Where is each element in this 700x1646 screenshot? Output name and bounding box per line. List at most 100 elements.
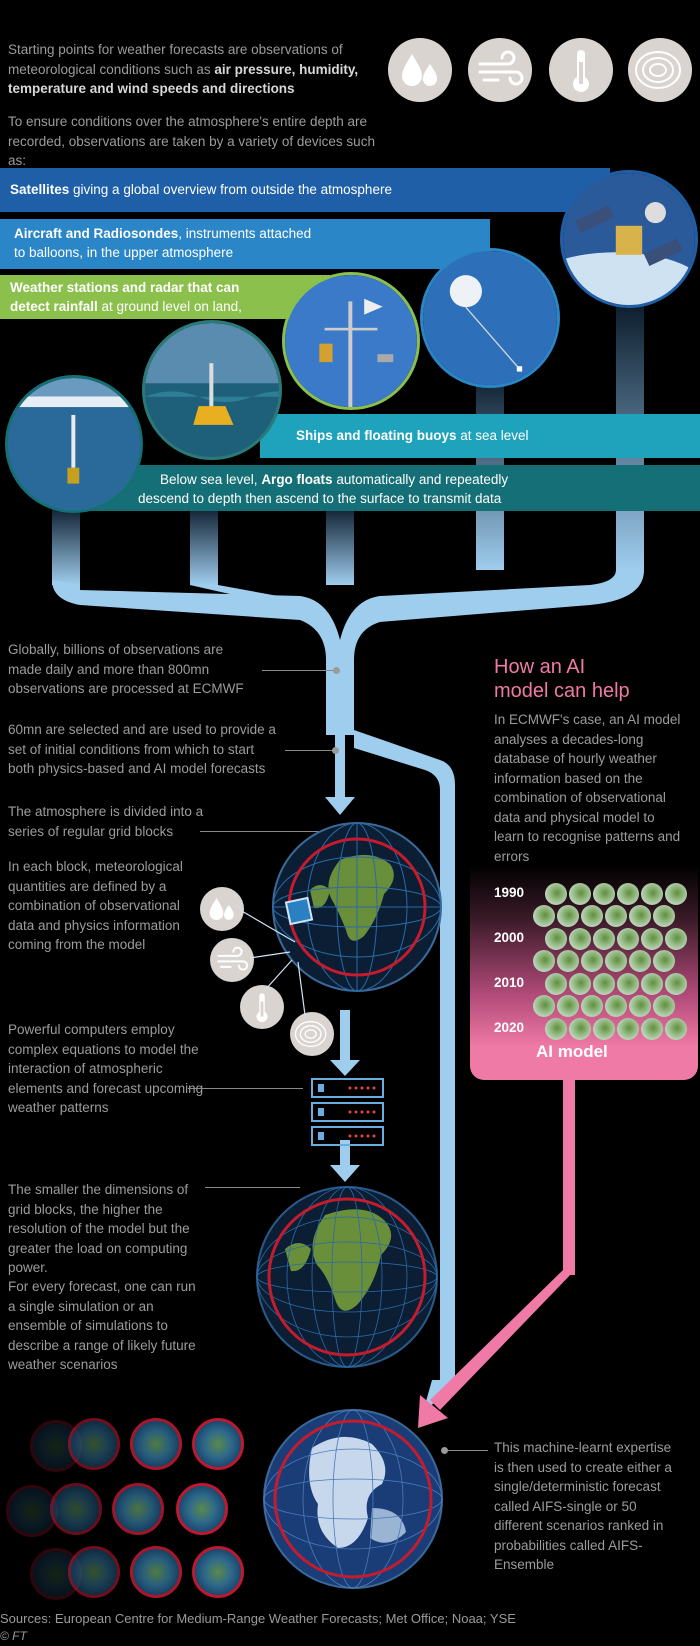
- step-computers: Powerful computers employ complex equati…: [8, 1022, 204, 1115]
- step-block-quantities: In each block, meteorological quantities…: [8, 859, 183, 952]
- ai-history-globe: [569, 1018, 591, 1040]
- satellites-band: Satellites giving a global overview from…: [0, 168, 610, 212]
- isobar-icon: [290, 1012, 334, 1056]
- ai-history-globe: [545, 883, 567, 905]
- ai-history-globe: [581, 905, 603, 927]
- ships-buoys-band: Ships and floating buoys at sea level: [260, 414, 700, 458]
- ai-history-globe: [665, 1018, 687, 1040]
- argo-float-image: [5, 375, 143, 513]
- ai-history-globe: [569, 883, 591, 905]
- step-initial-conditions: 60mn are selected and are used to provid…: [8, 722, 276, 776]
- leader-line: [262, 670, 338, 671]
- leader-dot: [332, 747, 339, 754]
- ai-history-globe: [641, 928, 663, 950]
- ai-history-globe: [629, 905, 651, 927]
- ai-history-globe: [653, 995, 675, 1017]
- ai-history-globe: [545, 973, 567, 995]
- ensemble-globe: [130, 1546, 182, 1598]
- server-icon: [311, 1078, 384, 1146]
- ai-history-globe: [665, 928, 687, 950]
- wind-icon: [468, 38, 532, 102]
- leader-line: [285, 750, 335, 751]
- isobar-icon: [628, 38, 692, 102]
- year-2010: 2010: [494, 975, 525, 990]
- ensemble-globe: [68, 1546, 120, 1598]
- ai-history-globe: [545, 1018, 567, 1040]
- sources: Sources: European Centre for Medium-Rang…: [0, 1611, 516, 1626]
- ai-model-label: AI model: [536, 1042, 608, 1061]
- ensemble-globe: [68, 1418, 120, 1470]
- aircraft-band: Aircraft and Radiosondes, instruments at…: [0, 219, 490, 269]
- radiosonde-balloon-image: [420, 248, 560, 388]
- leader-line: [200, 831, 320, 832]
- step-resolution: The smaller the dimensions of grid block…: [8, 1182, 190, 1275]
- ai-history-globe: [557, 905, 579, 927]
- ai-history-globe: [629, 950, 651, 972]
- ai-history-globe: [605, 995, 627, 1017]
- grid-globe: [272, 822, 442, 992]
- leader-line: [445, 1450, 488, 1451]
- ai-history-globe: [533, 995, 555, 1017]
- ai-history-globe: [629, 995, 651, 1017]
- ai-history-globe: [617, 1018, 639, 1040]
- raindrops-icon: [200, 887, 244, 931]
- year-1990: 1990: [494, 885, 525, 900]
- ai-history-globe: [617, 973, 639, 995]
- ai-history-globe: [533, 950, 555, 972]
- ensemble-globe: [6, 1485, 58, 1537]
- ai-history-globe: [641, 1018, 663, 1040]
- ai-history-globe: [593, 973, 615, 995]
- ai-history-globe: [605, 905, 627, 927]
- raindrops-icon: [388, 38, 452, 102]
- step-grid-blocks: The atmosphere is divided into a series …: [8, 804, 204, 839]
- thermometer-icon: [240, 985, 284, 1029]
- ai-history-globe: [545, 928, 567, 950]
- leader-dot: [441, 1447, 448, 1454]
- step-ai-output: This machine-learnt expertise is then us…: [494, 1440, 672, 1572]
- ai-history-globe: [641, 883, 663, 905]
- ai-history-globe: [557, 950, 579, 972]
- ai-history-globe: [617, 928, 639, 950]
- intro-paragraph-2: To ensure conditions over the atmosphere…: [8, 114, 375, 168]
- icon-connector-lines: [239, 909, 306, 1016]
- step-observations: Globally, billions of observations are m…: [8, 642, 244, 696]
- ai-history-globe: [533, 905, 555, 927]
- ai-history-globe: [617, 883, 639, 905]
- leader-line: [188, 1088, 303, 1089]
- ensemble-globe: [112, 1483, 164, 1535]
- ai-history-globe: [665, 973, 687, 995]
- forecast-globe: [256, 1186, 438, 1368]
- ai-history-globe: [665, 883, 687, 905]
- ai-history-globe: [581, 995, 603, 1017]
- ensemble-globe: [192, 1546, 244, 1598]
- leader-line: [205, 1187, 300, 1188]
- ai-history-globe: [653, 905, 675, 927]
- ensemble-globe: [192, 1418, 244, 1470]
- wind-icon: [210, 938, 254, 982]
- year-2000: 2000: [494, 930, 525, 945]
- ai-panel-body: In ECMWF's case, an AI model analyses a …: [494, 712, 681, 864]
- ai-history-globe: [653, 950, 675, 972]
- copyright: © FT: [0, 1629, 27, 1643]
- ensemble-globe: [50, 1483, 102, 1535]
- ai-history-globe: [569, 928, 591, 950]
- argo-floats-band: Below sea level, Argo floats automatical…: [60, 465, 700, 511]
- ai-history-globe: [557, 995, 579, 1017]
- ai-history-globe: [605, 950, 627, 972]
- leader-dot: [333, 667, 340, 674]
- ai-history-globe: [593, 1018, 615, 1040]
- thermometer-icon: [549, 38, 613, 102]
- step-ensemble: For every forecast, one can run a single…: [8, 1279, 196, 1372]
- intro-paragraph-1: Starting points for weather forecasts ar…: [8, 42, 359, 96]
- ai-forecast-globe: [263, 1409, 443, 1589]
- ai-history-globe: [641, 973, 663, 995]
- weather-station-image: [282, 272, 420, 410]
- ai-history-globe: [593, 928, 615, 950]
- satellite-image: [560, 170, 698, 308]
- ai-history-globe: [581, 950, 603, 972]
- buoy-image: [142, 320, 282, 460]
- ai-history-globe: [593, 883, 615, 905]
- ai-history-globe: [569, 973, 591, 995]
